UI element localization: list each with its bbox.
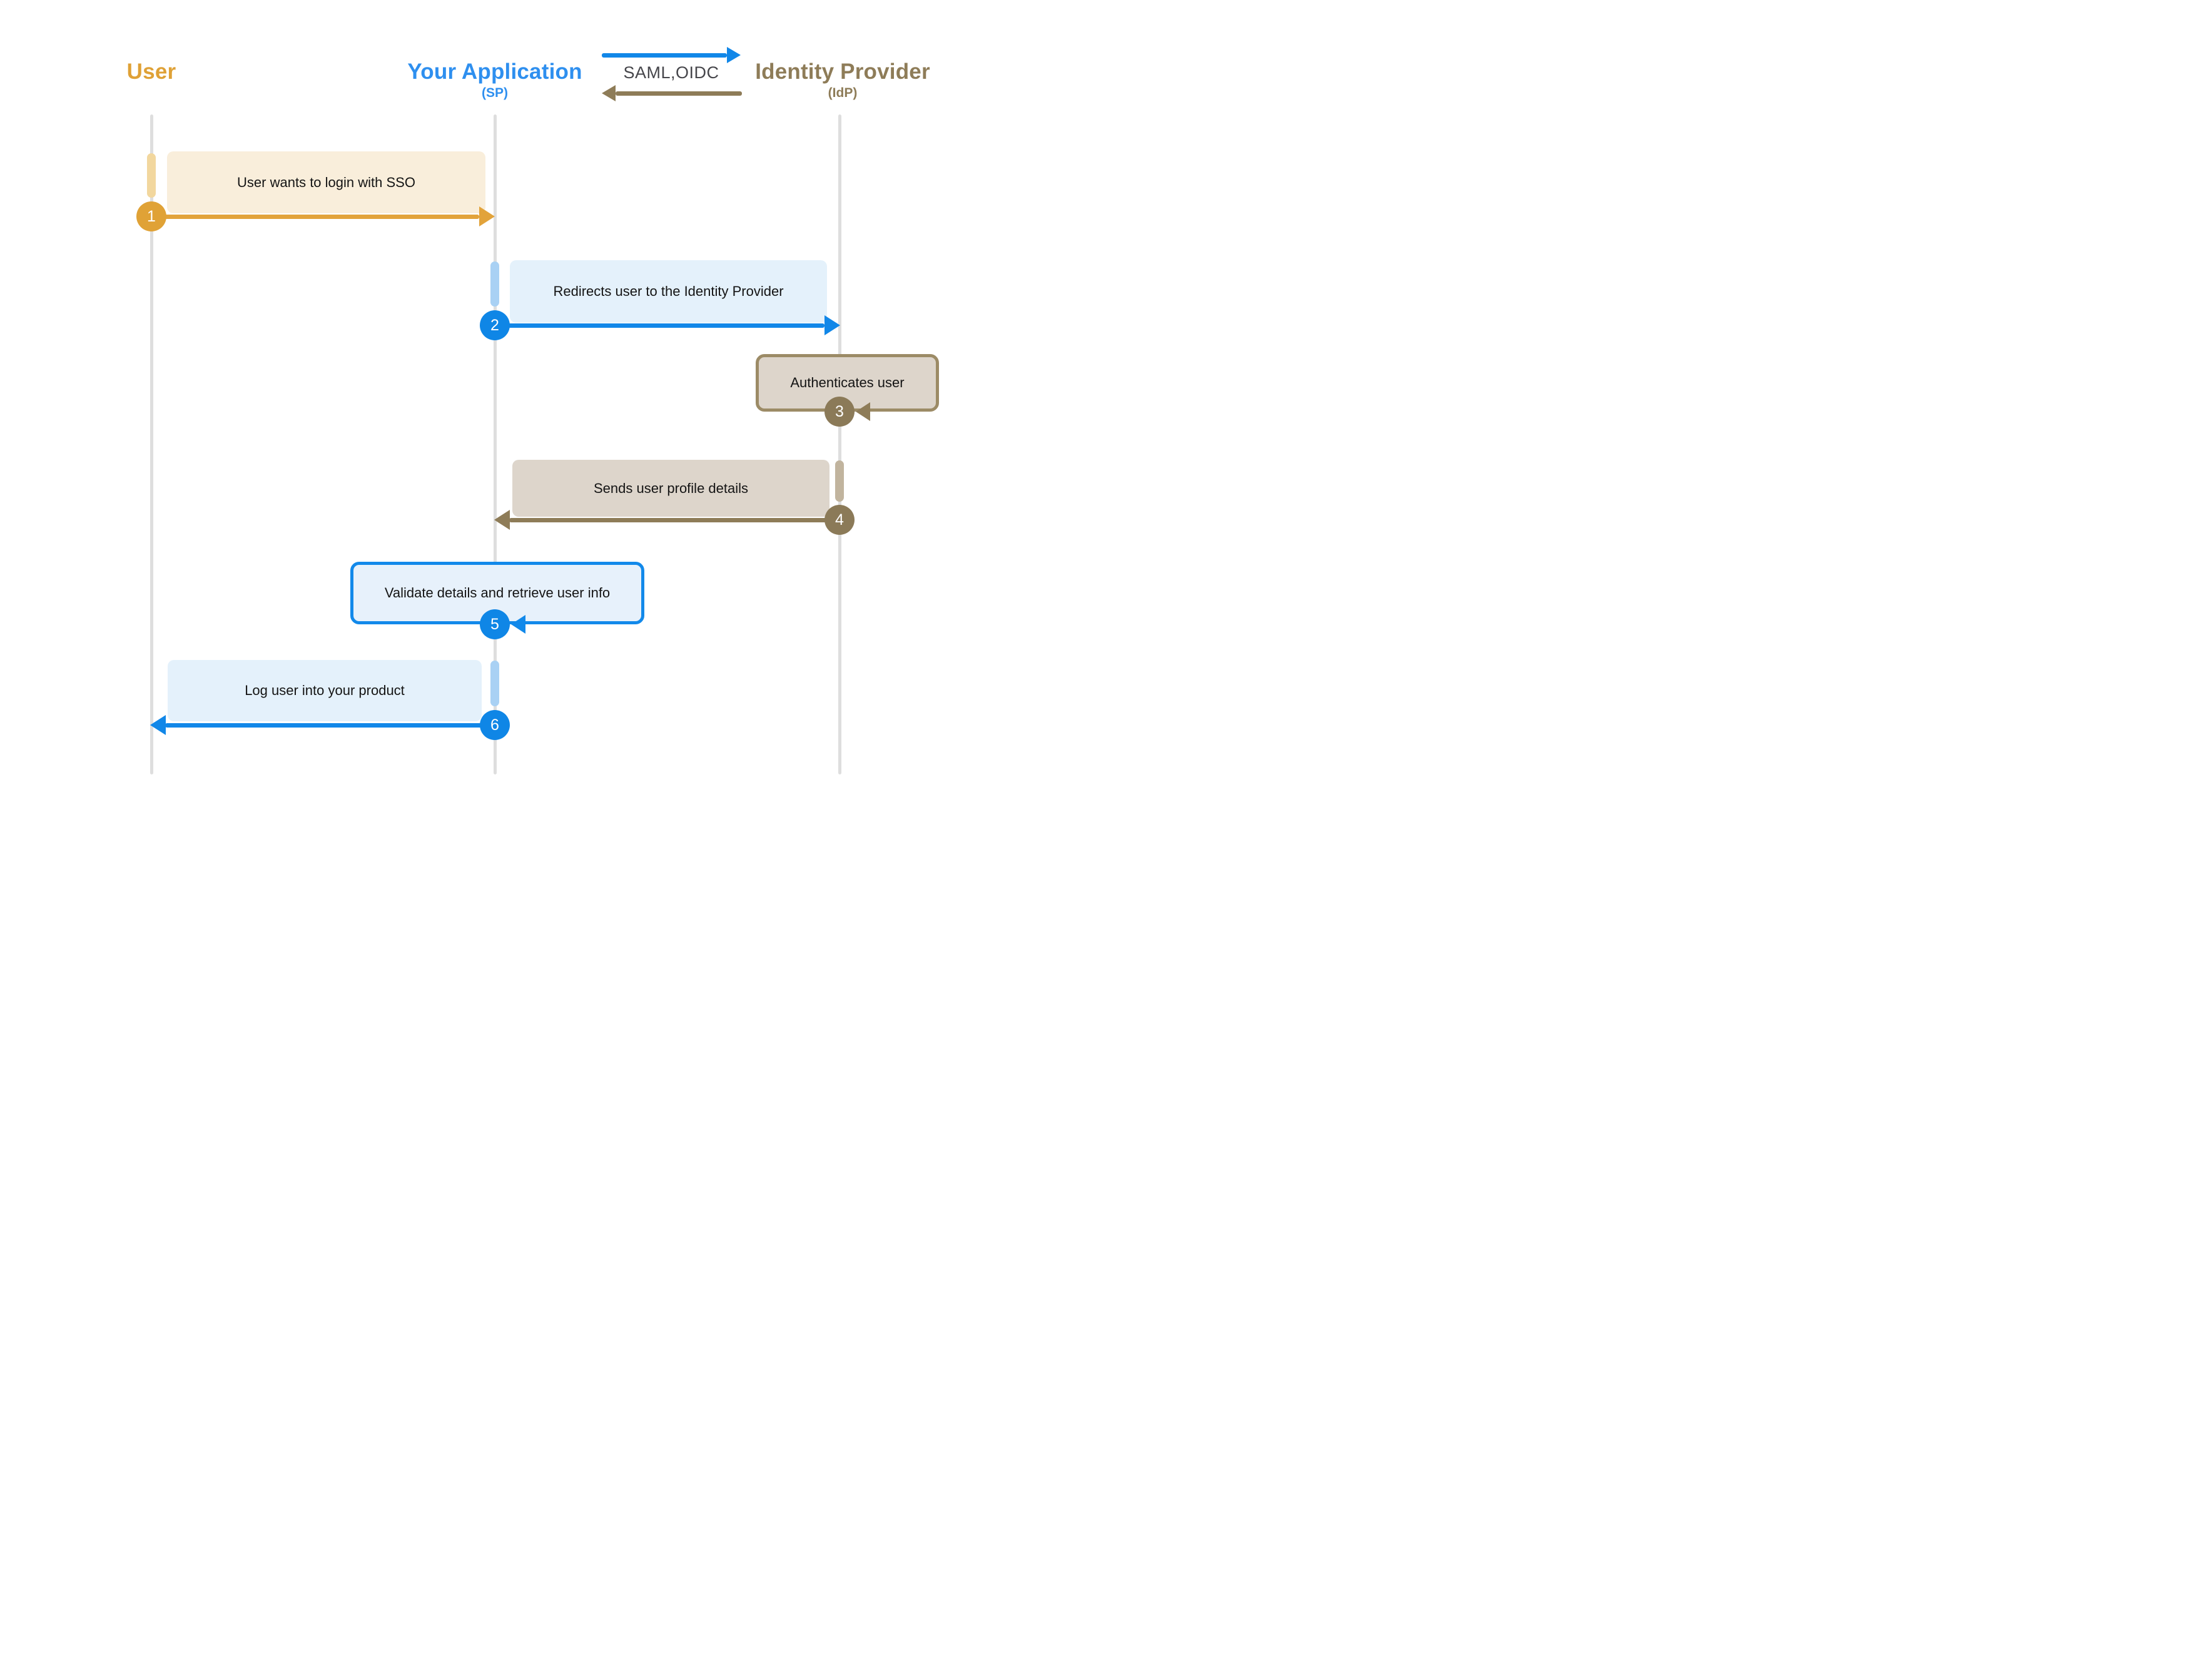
actor-application-label: Your Application	[407, 59, 582, 84]
step1-message-box: User wants to login with SSO	[167, 151, 485, 213]
arrowhead-left-icon	[511, 615, 525, 634]
step3-message-label: Authenticates user	[790, 375, 905, 390]
step1-message-label: User wants to login with SSO	[237, 174, 415, 190]
step4-message-label: Sends user profile details	[593, 480, 749, 496]
step2-message-box: Redirects user to the Identity Provider	[510, 260, 827, 323]
step1-number-badge: 1	[136, 201, 166, 231]
actor-header-identity-provider: Identity Provider (IdP)	[743, 59, 943, 101]
step6-number-badge: 6	[480, 710, 510, 740]
activation-bar-idp-step4	[835, 460, 844, 502]
arrowhead-left-icon	[602, 85, 616, 101]
activation-bar-app-step6	[490, 661, 499, 706]
actor-application-sublabel: (SP)	[482, 86, 508, 100]
step2-arrow	[495, 323, 824, 328]
protocol-arrow-to-app	[616, 91, 742, 96]
actor-idp-label: Identity Provider	[755, 59, 930, 84]
arrowhead-right-icon	[727, 47, 741, 63]
step4-number-badge: 4	[824, 505, 855, 535]
sso-sequence-diagram: User Your Application (SP) Identity Prov…	[0, 0, 1106, 827]
actor-header-user: User	[51, 59, 251, 85]
lifeline-application	[494, 114, 497, 774]
protocol-arrow-to-idp	[602, 53, 727, 58]
step1-arrow	[151, 215, 479, 219]
protocol-label: SAML,OIDC	[623, 63, 719, 82]
step6-message-label: Log user into your product	[245, 682, 405, 698]
step4-message-box: Sends user profile details	[512, 460, 830, 517]
step6-arrow	[165, 723, 495, 728]
step3-number-badge: 3	[824, 397, 855, 427]
step5-message-label: Validate details and retrieve user info	[384, 585, 611, 601]
arrowhead-left-icon	[150, 715, 166, 735]
actor-user-label: User	[126, 59, 176, 84]
actor-header-application: Your Application (SP)	[395, 59, 595, 101]
step6-message-box: Log user into your product	[168, 660, 482, 721]
step2-message-label: Redirects user to the Identity Provider	[553, 283, 784, 299]
arrowhead-right-icon	[479, 206, 495, 226]
activation-bar-user-step1	[147, 153, 156, 198]
step2-number-badge: 2	[480, 310, 510, 340]
step5-number-badge: 5	[480, 609, 510, 639]
arrowhead-left-icon	[494, 510, 510, 530]
arrowhead-right-icon	[824, 315, 840, 335]
activation-bar-app-step2	[490, 261, 499, 307]
step4-arrow	[509, 518, 840, 522]
arrowhead-left-icon	[856, 402, 870, 421]
lifeline-user	[150, 114, 153, 774]
actor-idp-sublabel: (IdP)	[828, 86, 858, 100]
lifeline-identity-provider	[838, 114, 841, 774]
